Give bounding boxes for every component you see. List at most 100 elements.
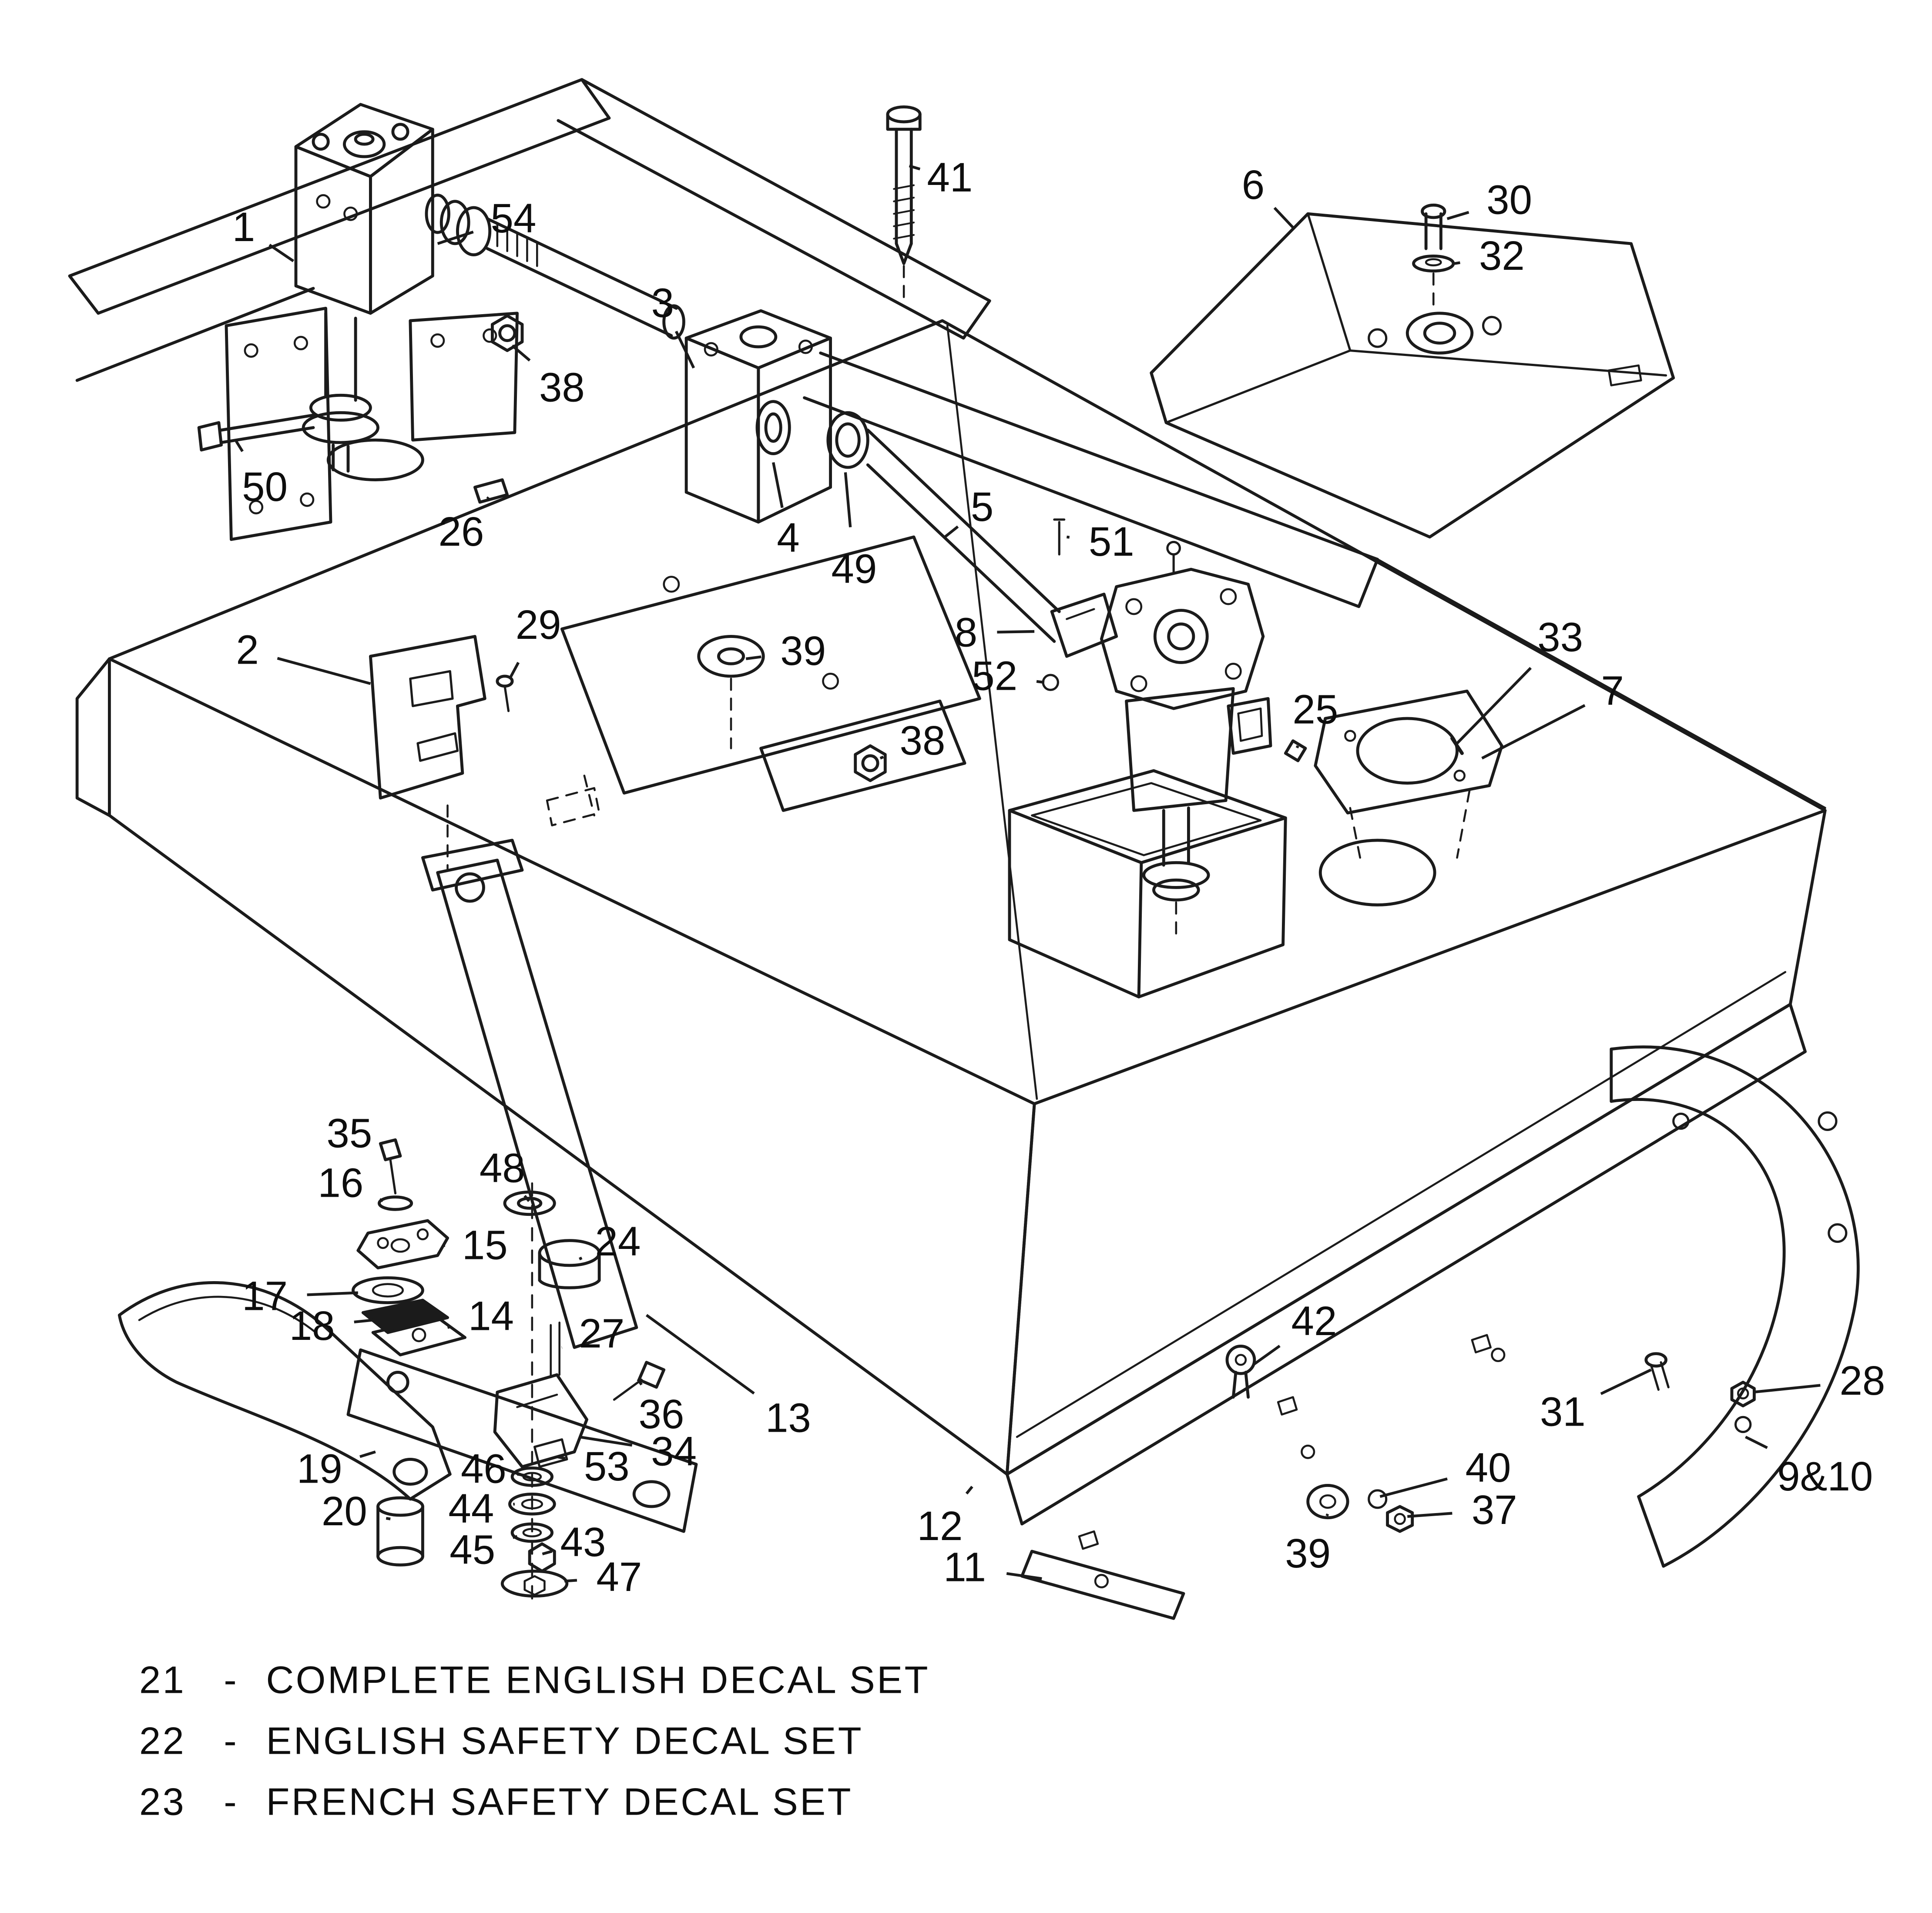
drawing-line <box>1450 736 1464 755</box>
callout-33-leader <box>1456 667 1532 745</box>
drawing-line <box>632 1480 671 1508</box>
drawing-line <box>496 222 538 267</box>
callout-26-leader <box>486 496 490 500</box>
drawing-line <box>220 413 315 444</box>
callout-19-leader <box>359 1450 376 1458</box>
callout-4-leader <box>772 462 784 508</box>
drawing-line <box>528 1542 556 1573</box>
callout-53-leader <box>557 1455 566 1460</box>
drawing-line <box>546 787 600 826</box>
callout-15-label: 15 <box>462 1222 508 1268</box>
callout-2-leader <box>277 657 371 685</box>
rear-frame-rails <box>68 78 1826 809</box>
drawing-line <box>391 123 409 141</box>
drawing-line <box>1344 730 1356 742</box>
drawing-line <box>1306 1483 1349 1520</box>
callout-8-leader <box>997 630 1035 634</box>
drawing-line <box>886 105 922 124</box>
callout-52-label: 52 <box>972 653 1017 698</box>
drawing-line <box>1672 1112 1690 1130</box>
drawing-line <box>117 1281 452 1501</box>
drawing-line <box>138 1295 317 1334</box>
callout-1-label: 1 <box>232 204 255 250</box>
callout-11-leader <box>1006 1572 1042 1580</box>
top-shield <box>1150 203 1675 539</box>
drawing-line <box>1650 1361 1670 1391</box>
callout-18-label: 18 <box>289 1303 335 1349</box>
drawing-line <box>1224 663 1242 680</box>
callout-29-label: 29 <box>516 602 561 648</box>
callout-43-label: 43 <box>560 1519 606 1565</box>
drawing-line <box>1471 1334 1492 1354</box>
callout-24-label: 24 <box>595 1218 641 1264</box>
callout-9-10-leader <box>1745 1436 1768 1449</box>
drawing-line <box>1227 697 1272 755</box>
drawing-line <box>486 217 678 337</box>
callout-49-label: 49 <box>831 546 877 592</box>
drawing-line <box>376 1496 424 1517</box>
drawing-line <box>1142 861 1210 889</box>
drawing-line <box>244 343 258 358</box>
drawing-line <box>389 1158 397 1195</box>
left-gearbox <box>294 103 492 473</box>
drawing-line <box>416 732 459 762</box>
drawing-line <box>430 333 445 348</box>
drawing-line <box>316 194 331 209</box>
callout-37-label: 37 <box>1472 1487 1517 1533</box>
drawing-line <box>557 78 991 340</box>
drawing-line <box>249 500 264 514</box>
callout-51-label: 51 <box>1089 519 1134 564</box>
drawing-line <box>425 194 450 234</box>
drawing-line <box>798 339 813 354</box>
drawing-line <box>1166 540 1181 556</box>
legend-dash: - <box>224 1658 238 1701</box>
drawing-line <box>302 411 379 444</box>
drawing-line <box>455 872 485 903</box>
callout-39-leader <box>1325 1513 1329 1517</box>
drawing-line <box>1284 739 1307 762</box>
drawing-line <box>75 287 315 382</box>
callout-27-label: 27 <box>579 1310 624 1356</box>
callout-31-leader <box>1600 1368 1652 1395</box>
drawing-line <box>517 1197 543 1210</box>
callout-5-leader <box>944 525 959 538</box>
drawing-line <box>1225 1345 1256 1375</box>
drawing-line <box>1610 1045 1860 1568</box>
drawing-line <box>1005 1003 1807 1526</box>
drawing-line <box>1610 1047 1665 1568</box>
drawing-line <box>436 859 638 1349</box>
drawing-line <box>1491 1347 1506 1363</box>
drawing-line <box>684 336 760 524</box>
drawing-line <box>717 647 745 665</box>
callout-54-label: 54 <box>491 195 537 241</box>
drawing-line <box>550 1321 560 1379</box>
callout-16-leader <box>379 1198 384 1202</box>
drawing-line <box>371 1316 466 1356</box>
drawing-line <box>835 422 861 458</box>
drawing-line <box>346 1348 698 1533</box>
drawing-line <box>1277 1396 1298 1416</box>
legend-row-23: 23-FRENCH SAFETY DECAL SET <box>139 1780 853 1823</box>
callout-33-label: 33 <box>1537 614 1583 660</box>
callout-45-label: 45 <box>449 1527 495 1572</box>
callout-46-label: 46 <box>461 1446 506 1492</box>
drawing-line <box>1005 809 1827 1476</box>
drawing-line <box>1031 782 1262 856</box>
callout-39-leader <box>745 655 761 661</box>
callout-38-label: 38 <box>539 365 585 410</box>
drawing-line <box>1730 1380 1756 1408</box>
drawing-line <box>376 1505 424 1558</box>
drawing-line <box>1042 674 1059 691</box>
right-gearbox <box>1100 540 1272 941</box>
callout-41-leader <box>909 164 921 171</box>
drawing-line <box>697 635 765 678</box>
drawing-line <box>613 1379 643 1401</box>
drawing-line <box>1421 203 1446 219</box>
drawing-line <box>372 1283 404 1298</box>
drawing-line <box>483 328 497 343</box>
drawing-line <box>533 1438 568 1468</box>
callout-7-label: 7 <box>1601 668 1623 714</box>
drawing-line <box>294 103 434 178</box>
drawing-line <box>386 1371 409 1394</box>
